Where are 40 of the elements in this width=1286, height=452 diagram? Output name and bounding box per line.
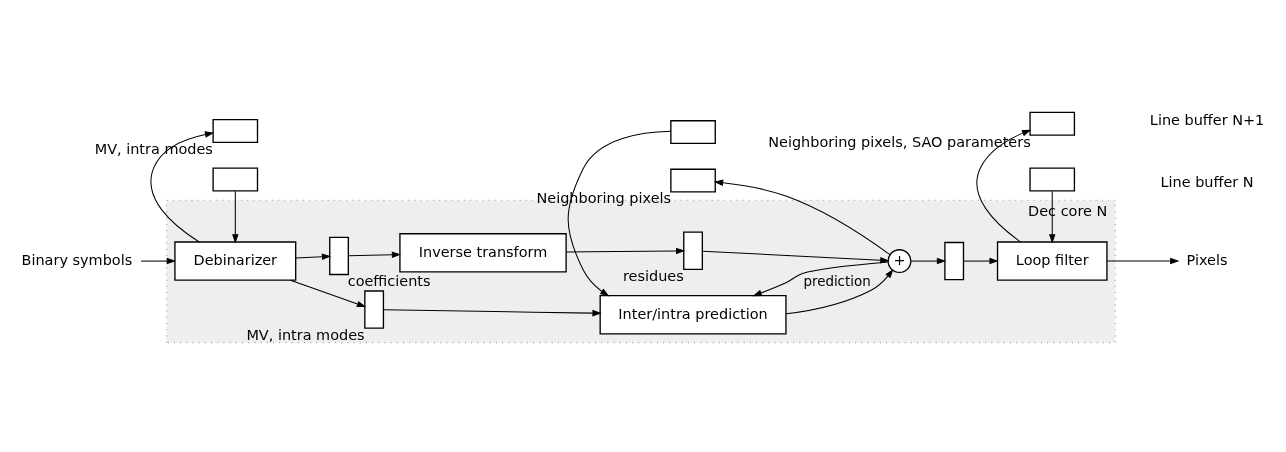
edge-label: prediction: [803, 273, 871, 289]
node-box: [683, 231, 703, 270]
arrow: [289, 279, 367, 307]
arrow: [963, 257, 999, 264]
node-text: Pixels: [1186, 251, 1228, 268]
node-circle: +: [887, 248, 912, 273]
arrow: [752, 260, 889, 296]
arrow: [140, 257, 176, 264]
node-box: [670, 119, 716, 144]
arrow: [567, 130, 672, 296]
arrow: [295, 253, 332, 260]
label: Line buffer N+1: [1149, 111, 1265, 128]
arrow: [713, 179, 891, 255]
node-box: [1029, 111, 1076, 136]
node-label: coefficients: [347, 272, 431, 289]
arrow: [785, 268, 894, 314]
arrow: [565, 247, 686, 254]
node-label: MV, intra modes: [94, 140, 213, 157]
node-box: Inter/intra prediction: [599, 294, 787, 334]
arrow: [150, 130, 215, 242]
node-box: Debinarizer: [174, 240, 297, 281]
arrow: [1106, 257, 1180, 264]
arrow: [383, 308, 602, 316]
node-box: Inverse transform: [399, 232, 567, 273]
node-box: [944, 241, 965, 280]
arrow: [232, 190, 239, 243]
node-label: MV, intra modes: [246, 326, 365, 343]
label: Line buffer N: [1160, 173, 1254, 190]
arrow: [701, 250, 890, 263]
node-box: [212, 167, 259, 192]
node-box: [212, 118, 259, 143]
node-box: [1029, 167, 1076, 192]
node-label: residues: [622, 267, 684, 284]
node-box: Loop filter: [996, 240, 1108, 281]
arrow: [348, 251, 402, 258]
node-text: Binary symbols: [21, 251, 133, 268]
node-box: [364, 289, 385, 329]
node-box: [670, 168, 716, 193]
node-box: [329, 236, 349, 275]
arrow: [910, 257, 947, 264]
